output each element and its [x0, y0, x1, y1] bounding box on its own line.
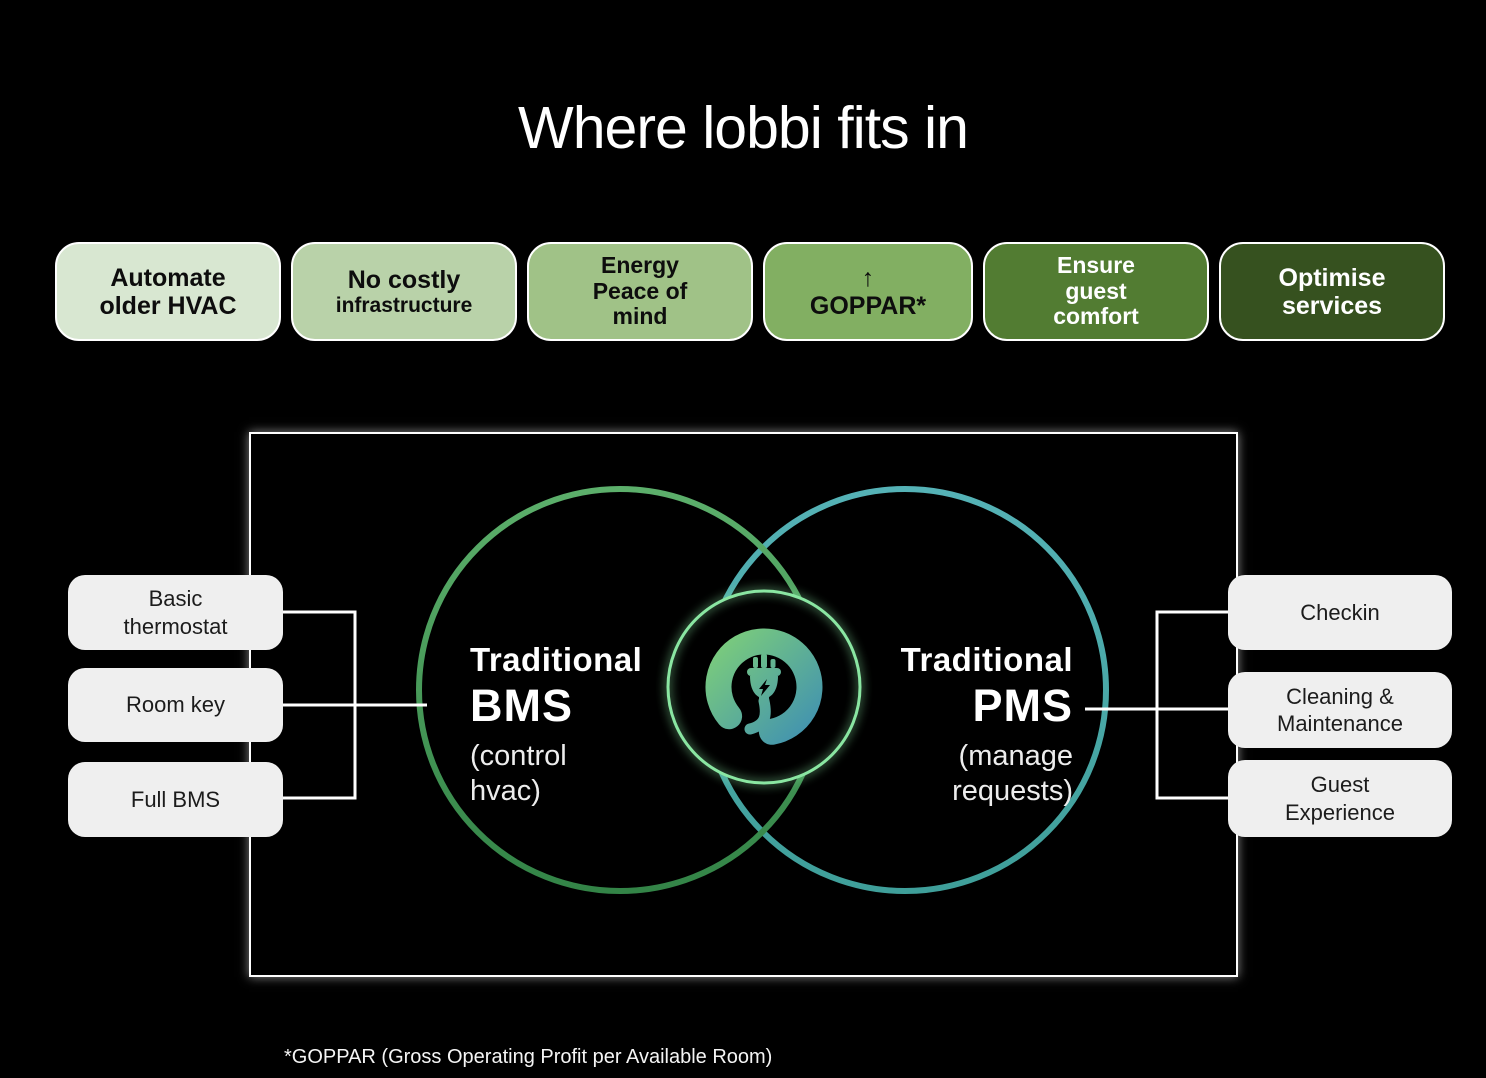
item-full-bms: Full BMS: [68, 762, 283, 837]
bms-subtitle: (control hvac): [470, 739, 642, 809]
badge-line: No costly: [347, 265, 461, 294]
subtitle-line: hvac): [470, 774, 541, 807]
item-line: Full BMS: [130, 786, 221, 812]
badge-no-costly-infrastructure: No costly infrastructure: [291, 242, 517, 341]
pms-title: Traditional: [900, 641, 1073, 678]
bms-label: Traditional BMS (control hvac): [470, 641, 642, 809]
item-line: thermostat: [123, 613, 228, 639]
plug-cord: [744, 695, 771, 735]
item-line: Checkin: [1300, 599, 1380, 625]
plug-icon: [744, 654, 781, 735]
badge-line: Peace of: [592, 277, 688, 304]
pms-label: Traditional PMS (manage requests): [901, 641, 1073, 809]
item-checkin: Checkin: [1228, 575, 1452, 650]
subtitle-line: (control: [470, 740, 567, 772]
item-line: Maintenance: [1277, 711, 1403, 736]
badge-line: GOPPAR*: [809, 291, 927, 320]
badge-line: Optimise: [1278, 263, 1386, 292]
pms-acronym: PMS: [972, 680, 1073, 731]
badge-line: Ensure: [1057, 251, 1135, 278]
badge-line: comfort: [1053, 303, 1139, 330]
bms-acronym: BMS: [470, 680, 573, 731]
item-guest-experience: Guest Experience: [1228, 760, 1452, 837]
lobbi-logo: [705, 628, 823, 745]
badge-line: older HVAC: [99, 291, 237, 320]
badge-line: Energy: [601, 251, 679, 278]
item-line: Experience: [1284, 799, 1396, 825]
item-line: Room key: [125, 692, 226, 718]
badge-line: services: [1281, 291, 1383, 320]
badge-ensure-guest-comfort: Ensure guest comfort: [983, 242, 1209, 341]
goppar-footnote: *GOPPAR (Gross Operating Profit per Avai…: [284, 1046, 773, 1068]
bms-title: Traditional: [470, 641, 643, 678]
item-line: Basic: [148, 586, 203, 611]
up-arrow-icon: ↑: [861, 263, 875, 292]
logo-ring: [705, 628, 823, 745]
badge-line: guest: [1065, 277, 1127, 304]
badge-automate-older-hvac: Automate older HVAC: [55, 242, 281, 341]
badge-goppar: ↑ GOPPAR*: [763, 242, 973, 341]
subtitle-line: requests): [952, 774, 1073, 807]
page-title: Where lobbi fits in: [518, 95, 969, 161]
badge-line: Automate: [110, 263, 226, 292]
benefits-row: Automate older HVAC No costly infrastruc…: [55, 242, 1445, 341]
pms-subtitle: (manage requests): [901, 739, 1073, 809]
center-circle: [666, 589, 862, 785]
item-line: Cleaning &: [1286, 683, 1394, 709]
item-line: Guest: [1310, 772, 1370, 797]
lightning-bolt-icon: [759, 679, 770, 696]
connector-lines: [283, 610, 1228, 800]
item-room-key: Room key: [68, 668, 283, 742]
item-cleaning-maintenance: Cleaning & Maintenance: [1228, 672, 1452, 748]
badge-energy-peace-of-mind: Energy Peace of mind: [527, 242, 753, 341]
item-basic-thermostat: Basic thermostat: [68, 575, 283, 650]
badge-line: mind: [612, 303, 668, 330]
subtitle-line: (manage: [958, 740, 1073, 772]
badge-optimise-services: Optimise services: [1219, 242, 1445, 341]
badge-line: infrastructure: [335, 293, 473, 317]
